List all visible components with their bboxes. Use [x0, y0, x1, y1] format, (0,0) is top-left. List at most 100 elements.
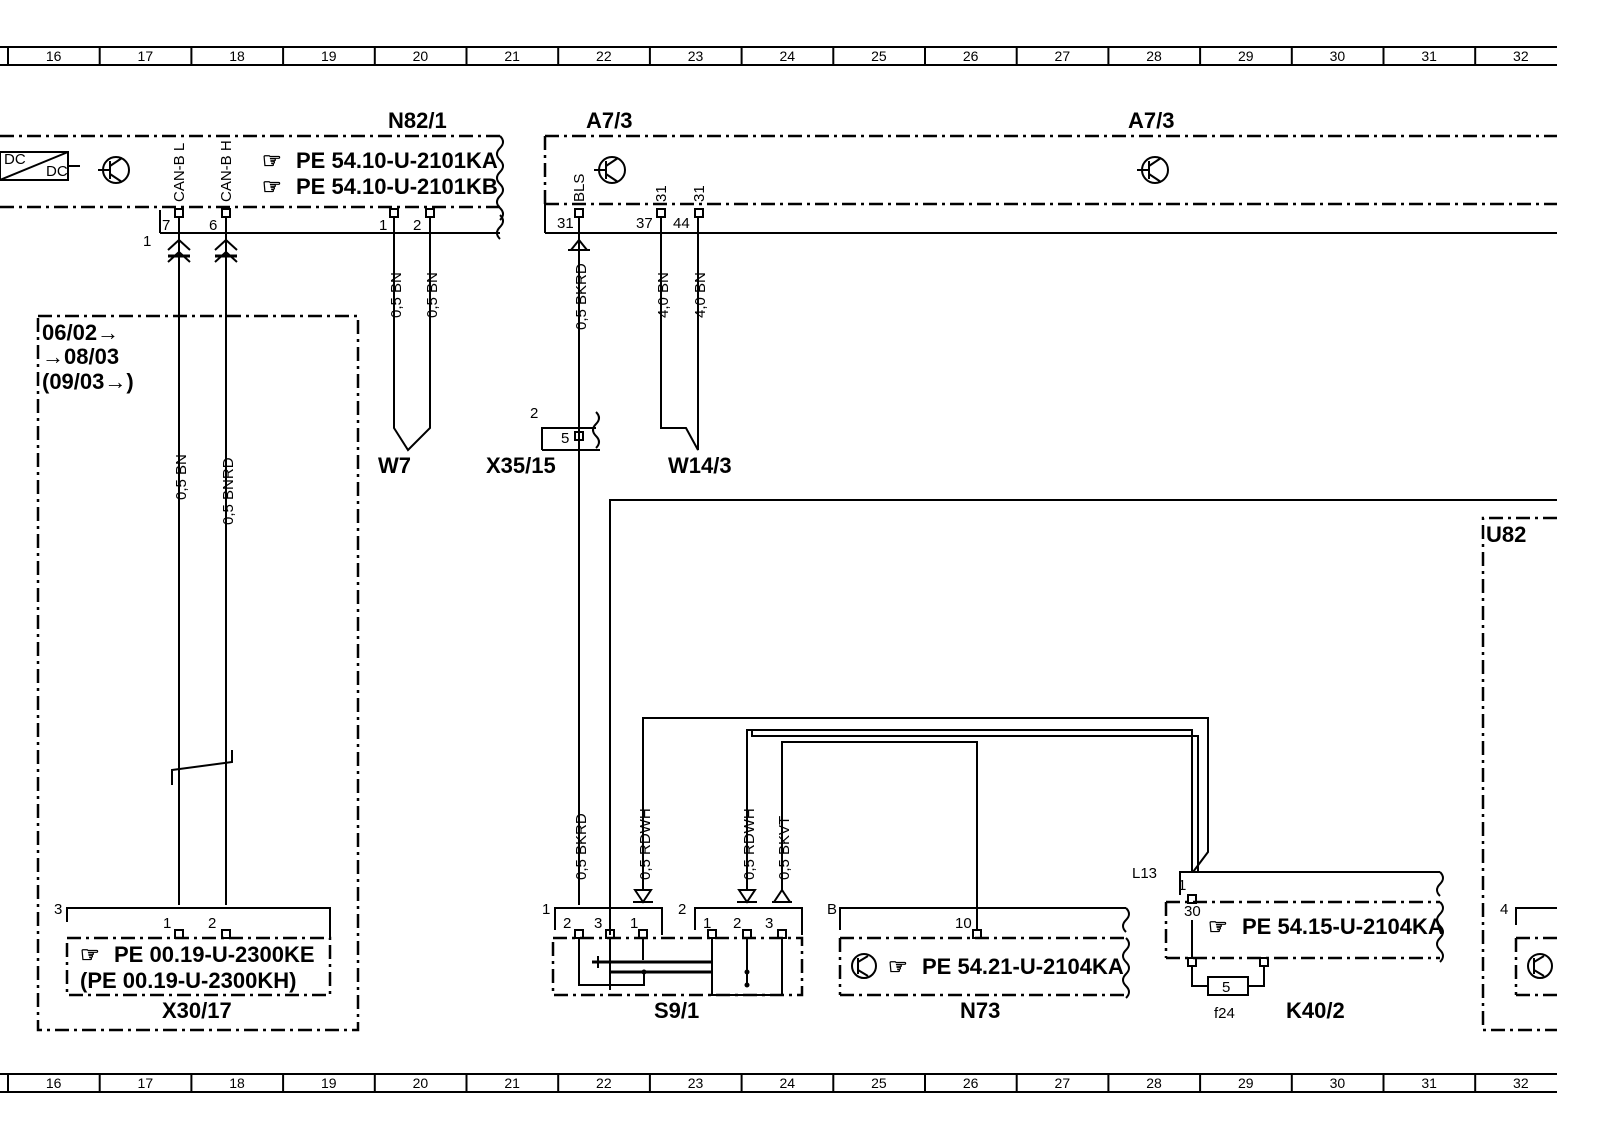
- component-n82-1: N82/1 DC DC ☞ PE 54.10-U-2101KA ☞ PE 54.…: [0, 108, 504, 250]
- grid-column-label: 22: [596, 1075, 612, 1091]
- svg-text:0,5 BN: 0,5 BN: [424, 272, 441, 318]
- grid-column-label: 19: [321, 1075, 337, 1091]
- svg-text:2: 2: [563, 915, 571, 932]
- svg-text:CAN-B L: CAN-B L: [171, 143, 188, 202]
- grid-column-label: 23: [688, 48, 704, 64]
- component-k40-2: L13 1 30 ☞ PE 54.15-U-2104KA 5 f24 K40/2: [1132, 865, 1444, 1023]
- n82-1-ref-1[interactable]: PE 54.10-U-2101KA: [296, 148, 498, 173]
- svg-text:0,5 BN: 0,5 BN: [388, 272, 405, 318]
- component-s9-1: 1 2 2 3 1 1 2 3 S9/1: [542, 901, 804, 1023]
- svg-text:☞: ☞: [888, 954, 908, 979]
- svg-text:2: 2: [530, 405, 538, 422]
- grid-column-label: 21: [504, 48, 520, 64]
- grid-column-label: 26: [963, 1075, 979, 1091]
- grid-column-label: 29: [1238, 1075, 1254, 1091]
- fuse-icon: 5: [1187, 957, 1269, 996]
- svg-text:06/02→: 06/02→: [42, 320, 119, 345]
- transistor-icon: [1137, 156, 1169, 184]
- component-n73: B 10 ☞ PE 54.21-U-2104KA N73: [827, 901, 1130, 1023]
- svg-text:2: 2: [413, 217, 421, 234]
- svg-text:0,5 BNRD: 0,5 BNRD: [220, 457, 237, 525]
- grid-column-label: 23: [688, 1075, 704, 1091]
- grid-column-label: 27: [1055, 1075, 1071, 1091]
- grid-column-label: 17: [138, 1075, 154, 1091]
- variant-box: 06/02→ →08/03 (09/03→): [36, 314, 360, 1032]
- grid-column-label: 18: [229, 1075, 245, 1091]
- n82-1-ref-icon: ☞: [262, 148, 282, 173]
- wire-bls: 0,5 BKRD 0,5 BKRD: [568, 217, 590, 905]
- svg-text:0,5 BN: 0,5 BN: [173, 454, 190, 500]
- svg-text:30: 30: [1184, 903, 1201, 920]
- component-x35-15: 2 5 X35/15: [486, 405, 600, 478]
- x30-17-ref-2[interactable]: (PE 00.19-U-2300KH): [80, 968, 296, 993]
- svg-text:3: 3: [594, 915, 602, 932]
- w14-3-label: W14/3: [668, 453, 732, 478]
- transistor-icon: [594, 156, 626, 184]
- wires-s9-1: 0,5 RDWH 0,5 RDWH 0,5 BKVT: [633, 717, 1209, 930]
- transistor-icon: [98, 156, 130, 184]
- svg-text:1: 1: [379, 217, 387, 234]
- svg-text:5: 5: [561, 430, 569, 447]
- x30-17-ref-1[interactable]: PE 00.19-U-2300KE: [114, 942, 315, 967]
- grid-column-label: 20: [413, 48, 429, 64]
- w7-label: W7: [378, 453, 411, 478]
- svg-text:1: 1: [703, 915, 711, 932]
- component-u82: U82 4: [1481, 516, 1557, 1032]
- svg-text:0,5 BKRD: 0,5 BKRD: [573, 813, 590, 880]
- svg-text:0,5 BKRD: 0,5 BKRD: [573, 263, 590, 330]
- svg-text:1: 1: [163, 915, 171, 932]
- grid-column-label: 32: [1513, 1075, 1529, 1091]
- grid-column-label: 21: [504, 1075, 520, 1091]
- svg-text:37: 37: [636, 215, 653, 232]
- svg-text:7: 7: [162, 217, 170, 234]
- grid-column-label: 30: [1330, 48, 1346, 64]
- grid-column-label: 22: [596, 48, 612, 64]
- wire-switch-feed: [609, 499, 1557, 935]
- grid-column-label: 18: [229, 48, 245, 64]
- grid-column-label: 30: [1330, 1075, 1346, 1091]
- top-pin-stubs: [174, 208, 704, 218]
- grid-column-label: 24: [779, 1075, 795, 1091]
- k40-2-ref[interactable]: PE 54.15-U-2104KA: [1242, 914, 1444, 939]
- svg-text:→08/03: →08/03: [42, 344, 119, 369]
- twisted-pair-icon: [167, 238, 238, 263]
- svg-text:1: 1: [143, 233, 151, 250]
- svg-text:0,5 RDWH: 0,5 RDWH: [637, 808, 654, 880]
- svg-text:CAN-B H: CAN-B H: [218, 140, 235, 202]
- svg-text:4: 4: [1500, 901, 1508, 918]
- grid-column-label: 24: [779, 48, 795, 64]
- grid-column-label: 28: [1146, 1075, 1162, 1091]
- brake-switch-icon: [578, 938, 783, 996]
- transistor-icon: [851, 953, 877, 979]
- component-w7: 0,5 BN 0,5 BN W7: [378, 217, 441, 478]
- svg-text:☞: ☞: [1208, 914, 1228, 939]
- svg-text:4,0 BN: 4,0 BN: [692, 272, 709, 318]
- n73-ref[interactable]: PE 54.21-U-2104KA: [922, 954, 1124, 979]
- n82-1-ref-icon-2: ☞: [262, 174, 282, 199]
- grid-column-label: 29: [1238, 48, 1254, 64]
- svg-text:31: 31: [653, 185, 670, 202]
- grid-column-label: 25: [871, 1075, 887, 1091]
- grid-column-label: 27: [1055, 48, 1071, 64]
- svg-text:0,5 RDWH: 0,5 RDWH: [741, 808, 758, 880]
- svg-text:1: 1: [1178, 877, 1186, 894]
- grid-column-label: 32: [1513, 48, 1529, 64]
- k40-2-label: K40/2: [1286, 998, 1345, 1023]
- grid-column-label: 17: [138, 48, 154, 64]
- svg-text:10: 10: [955, 915, 972, 932]
- svg-text:0,5 BKVT: 0,5 BKVT: [776, 816, 793, 880]
- n82-1-ref-2[interactable]: PE 54.10-U-2101KB: [296, 174, 498, 199]
- u82-label: U82: [1486, 522, 1526, 547]
- grid-column-label: 26: [963, 48, 979, 64]
- grid-column-label: 31: [1421, 1075, 1437, 1091]
- svg-text:DC: DC: [4, 151, 26, 168]
- a7-3-label-left: A7/3: [586, 108, 632, 133]
- component-w14-3: 4,0 BN 4,0 BN W14/3: [655, 217, 732, 478]
- svg-text:31: 31: [557, 215, 574, 232]
- svg-text:B: B: [827, 901, 837, 918]
- svg-text:L13: L13: [1132, 865, 1157, 882]
- grid-column-label: 16: [46, 48, 62, 64]
- x35-15-label: X35/15: [486, 453, 556, 478]
